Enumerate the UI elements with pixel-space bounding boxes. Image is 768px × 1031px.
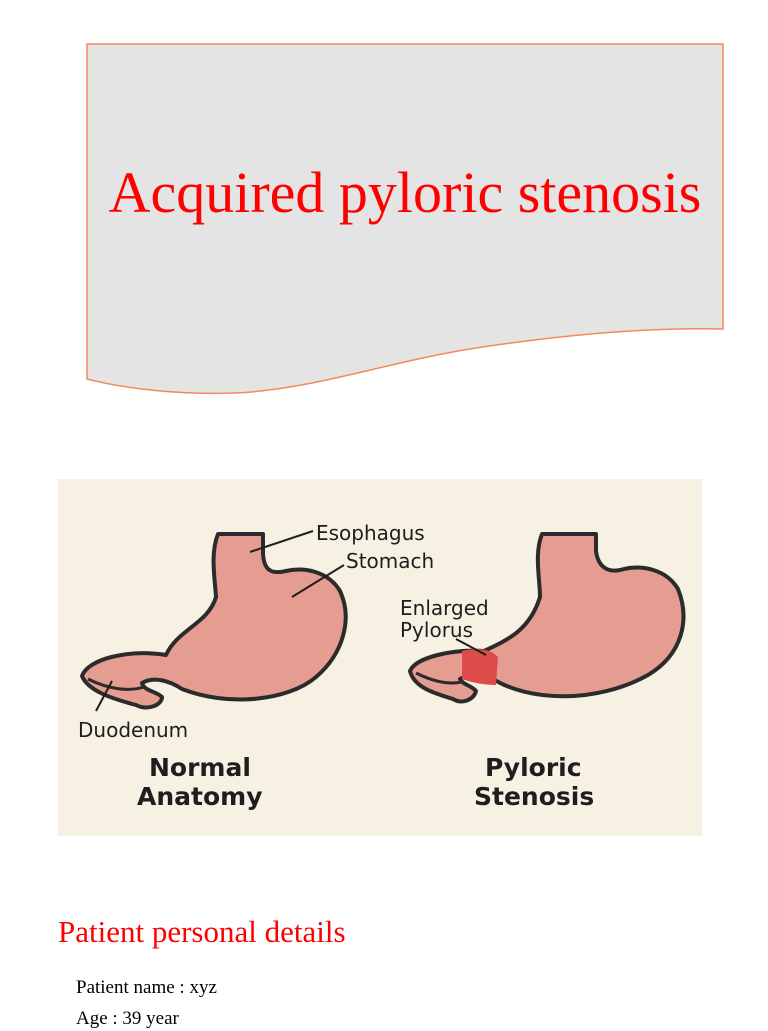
normal-caption-line2: Anatomy — [137, 782, 263, 811]
stenosis-caption-line2: Stenosis — [474, 782, 594, 811]
duodenum-label: Duodenum — [78, 718, 188, 742]
stomach-label: Stomach — [346, 549, 434, 573]
patient-age-detail: Age : 39 year — [76, 1008, 179, 1029]
stomach-leader — [291, 564, 345, 598]
normal-stomach-shape — [80, 532, 348, 710]
duodenum-leader — [95, 680, 113, 712]
esophagus-label: Esophagus — [316, 521, 425, 545]
enlarged-label: Enlarged — [400, 596, 489, 620]
normal-stomach-drawing — [80, 532, 348, 710]
section-heading: Patient personal details — [58, 914, 346, 949]
title-banner: Acquired pyloric stenosis — [86, 43, 724, 399]
stenosis-stomach-drawing — [408, 532, 686, 704]
esophagus-leader — [249, 530, 314, 553]
patient-name-detail: Patient name : xyz — [76, 977, 217, 998]
pylorus-leader — [455, 638, 487, 656]
normal-caption-line1: Normal — [149, 753, 251, 782]
slide-title: Acquired pyloric stenosis — [108, 160, 702, 225]
stenosis-duodenum-fold — [415, 671, 463, 685]
enlarged-pylorus-highlight — [462, 649, 498, 685]
pylorus-label: Pylorus — [400, 618, 473, 642]
banner-shape — [86, 43, 724, 395]
normal-duodenum-fold — [87, 677, 145, 691]
stenosis-caption-line1: Pyloric — [485, 753, 582, 782]
anatomy-illustration: Esophagus Stomach Duodenum Enlarged Pylo… — [58, 479, 702, 836]
pyloric-stenosis-diagram: Esophagus Stomach Duodenum Enlarged Pylo… — [58, 479, 702, 836]
